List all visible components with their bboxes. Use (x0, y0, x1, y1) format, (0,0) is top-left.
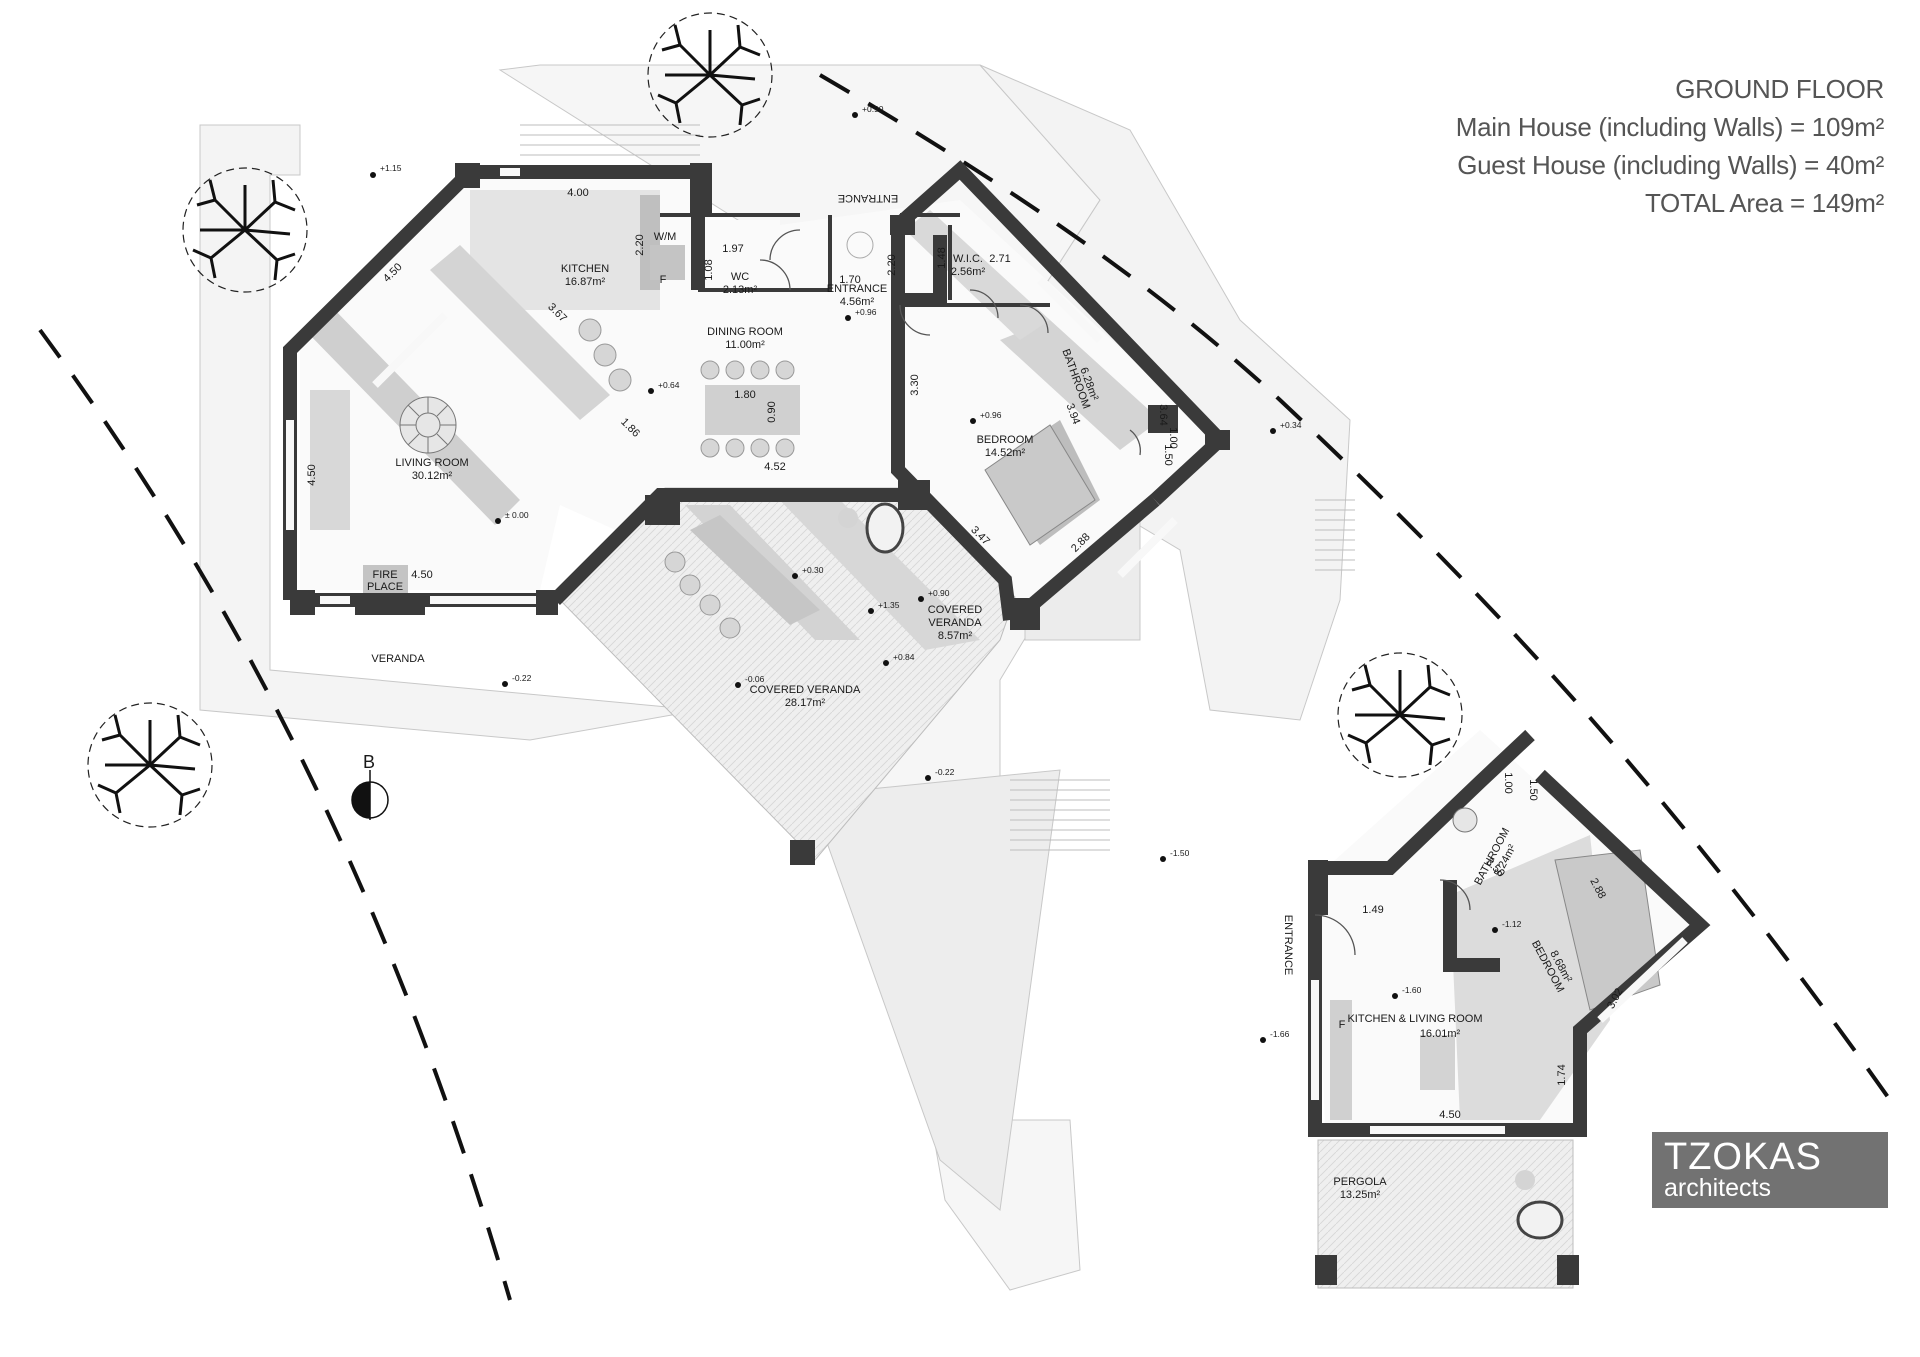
room-area: 2.56m² (951, 266, 986, 278)
dimension: 2.71 (989, 253, 1010, 265)
dimension: 4.50 (411, 569, 432, 581)
section-label: B (363, 752, 375, 772)
dimension: 1.49 (1362, 904, 1383, 916)
room-area: 4.56m² (840, 296, 875, 308)
room-area: 11.00m² (725, 339, 765, 351)
dimension: 4.50 (1439, 1109, 1460, 1121)
level-marker: +0.34 (1280, 420, 1302, 430)
level-marker: -1.66 (1270, 1029, 1290, 1039)
dimension: 1.50 (1527, 779, 1539, 800)
room-name: ENTRANCE (1282, 915, 1294, 976)
dimension: 4.50 (306, 464, 318, 485)
room-area: 16.87m² (565, 276, 606, 288)
total-area: TOTAL Area = 149m² (1644, 188, 1884, 218)
boundary-lines (38, 73, 1892, 1301)
dimension: 1.08 (703, 259, 715, 280)
dimension: 0.90 (766, 401, 778, 422)
room-name: COVERED VERANDA (750, 684, 861, 696)
plan-title: GROUND FLOOR (1675, 74, 1884, 104)
spiral-stair (399, 396, 457, 454)
logo-subtitle: architects (1664, 1174, 1771, 1202)
dimension: 1.97 (722, 243, 743, 255)
room-name: LIVING ROOM (395, 457, 468, 469)
guest-house-area: Guest House (including Walls) = 40m² (1457, 150, 1884, 180)
room-name: W.I.C. (953, 253, 983, 265)
dimension: 1.80 (734, 389, 755, 401)
dimension: 1.70 (839, 274, 860, 286)
dimension: 1.74 (1556, 1064, 1568, 1085)
room-area: 16.01m² (1420, 1028, 1461, 1040)
dimension: 1.00 (1167, 427, 1179, 448)
room-name: W/M (654, 231, 677, 243)
room-name: WC (731, 271, 749, 283)
room-area: 8.57m² (938, 630, 973, 642)
level-marker: -0.06 (745, 674, 765, 684)
level-marker: -0.22 (935, 767, 955, 777)
room-name: PERGOLA (1333, 1176, 1387, 1188)
tree-icon (86, 701, 214, 829)
room-area: 13.25m² (1340, 1189, 1381, 1201)
dimension: 2.20 (634, 234, 646, 255)
room-name: VERANDA (371, 653, 425, 665)
room-name: KITCHEN (561, 263, 609, 275)
guest-house (1308, 729, 1711, 1289)
room-name: FIRE (372, 569, 397, 581)
level-marker: +0.64 (658, 380, 680, 390)
dimension: 4.00 (567, 187, 588, 199)
room-name: DINING ROOM (707, 326, 783, 338)
dimension: 3.64 (1157, 404, 1169, 425)
room-area: 14.52m² (985, 447, 1026, 459)
main-house-area: Main House (including Walls) = 109m² (1455, 112, 1885, 142)
logo-name: TZOKAS (1664, 1136, 1823, 1178)
tree-icon (1336, 651, 1464, 779)
dimension: 1.50 (1162, 444, 1174, 465)
architect-logo: TZOKAS architects (1652, 1132, 1888, 1208)
level-marker: +1.15 (380, 163, 402, 173)
dimension: 2.20 (886, 254, 898, 275)
plan-header: GROUND FLOOR Main House (including Walls… (1455, 70, 1885, 222)
dimension: 4.52 (764, 461, 785, 473)
room-name: F (1339, 1019, 1346, 1031)
level-marker: -1.60 (1402, 985, 1422, 995)
entrance-arrow-label: ENTRANCE (838, 192, 899, 204)
dimension: 1.00 (1502, 772, 1514, 793)
level-marker: +0.90 (862, 104, 884, 114)
room-name: F (660, 274, 667, 286)
main-house (283, 160, 1231, 865)
level-marker: +0.84 (893, 652, 915, 662)
level-marker: -1.12 (1502, 919, 1522, 929)
room-area: 2.13m² (723, 284, 758, 296)
level-marker: -1.50 (1170, 848, 1190, 858)
room-name: COVERED (928, 604, 982, 616)
room-name: PLACE (367, 581, 403, 593)
level-marker: +0.96 (855, 307, 877, 317)
dimension: 3.30 (909, 374, 921, 395)
section-marker: B (351, 752, 389, 820)
level-marker: +0.90 (928, 588, 950, 598)
level-marker: +0.30 (802, 565, 824, 575)
room-name: KITCHEN & LIVING ROOM (1347, 1013, 1482, 1025)
room-name: VERANDA (928, 617, 982, 629)
level-marker: -0.22 (512, 673, 532, 683)
dimension: 1.48 (936, 247, 948, 268)
level-marker: +1.35 (878, 600, 900, 610)
room-area: 28.17m² (785, 697, 826, 709)
level-marker: ± 0.00 (505, 510, 529, 520)
level-marker: +0.96 (980, 410, 1002, 420)
room-name: BEDROOM (977, 434, 1034, 446)
room-name: ENTRANCE (827, 283, 888, 295)
room-area: 30.12m² (412, 470, 453, 482)
